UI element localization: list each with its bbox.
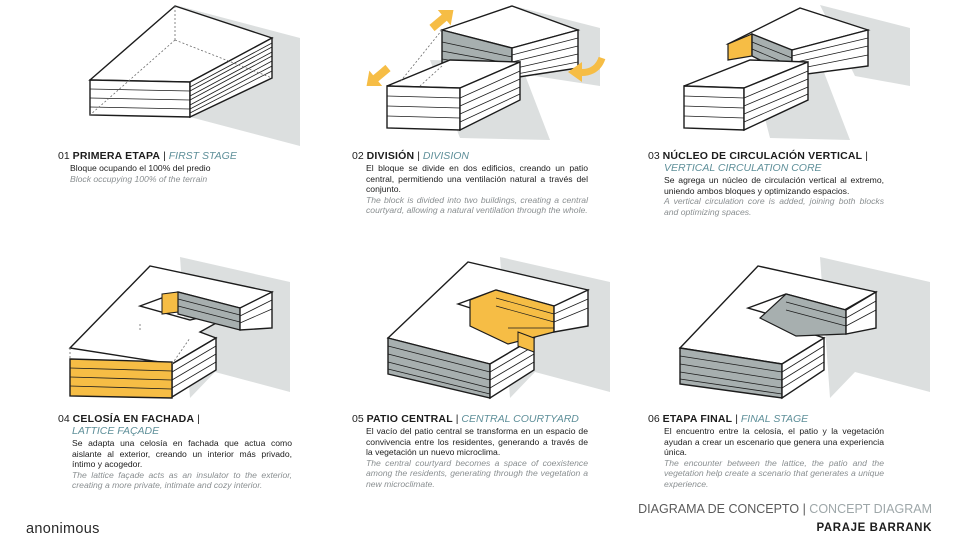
stage-06-caption: 06 ETAPA FINAL | FINAL STAGE El encuentr… [648,413,884,490]
stage-01-diagram [0,0,320,150]
diagram-title-en: CONCEPT DIAGRAM [809,502,932,516]
diagram-title-separator: | [802,502,806,516]
stage-02-text-en: The block is divided into two buildings,… [366,194,588,216]
stage-02-title-es: DIVISIÓN [366,150,415,162]
stage-05-text-en: The central courtyard becomes a space of… [366,457,588,489]
stage-04-core-yellow [161,291,179,315]
diagram-title: DIAGRAMA DE CONCEPTO | CONCEPT DIAGRAM [638,502,932,516]
stage-04-hidden-edges [69,324,191,365]
stage-06-text-es: El encuentro entre la celosía, el patio … [664,426,884,458]
stage-06-number: 06 [648,413,660,425]
stage-03-separator: | [865,150,868,162]
stage-04-text-es: Se adapta una celosía en fachada que act… [72,438,292,470]
stage-06-side-lines [781,300,877,389]
stage-06-title-en: FINAL STAGE [740,413,809,425]
stage-04-separator: | [197,413,200,425]
stage-04-number: 04 [58,413,70,425]
stage-01-title-es: PRIMERA ETAPA [72,150,161,162]
stage-05-axonometric [386,257,610,400]
stage-04-text-en: The lattice façade acts as an insulator … [72,469,292,491]
stage-05-separator: | [455,413,459,425]
stage-06-separator: | [735,413,738,425]
stage-03-number: 03 [648,150,660,162]
stage-02-diagram [320,0,640,150]
stage-02-arrow-curve-icon [568,56,606,82]
stage-02-arrow-down-left-icon [366,64,391,86]
stage-06-heading: 06 ETAPA FINAL | FINAL STAGE [648,413,884,425]
stage-02-front-lines [386,70,521,123]
stage-02-caption: 02 DIVISIÓN | DIVISION El bloque se divi… [352,150,588,216]
stage-01-separator: | [163,150,166,162]
stage-02-text-es: El bloque se divide en dos edificios, cr… [366,163,588,195]
stage-04-lattice-lines [69,367,173,390]
stage-02-hidden-edges [399,29,443,87]
stage-04-diagram [0,252,320,412]
stage-06-front-lines [679,355,783,395]
stage-04-heading-en: LATTICE FAÇADE [72,425,292,437]
stage-06-front-side [781,336,825,400]
stage-05-courtyard-lines [495,297,555,329]
stage-05-title-es: PATIO CENTRAL [366,413,453,425]
stage-03-text-en: A vertical circulation core is added, jo… [664,196,884,217]
stage-04-caption: 04 CELOSÍA EN FACHADA | LATTICE FAÇADE S… [58,413,292,491]
stage-03-title-en: VERTICAL CIRCULATION CORE [664,162,822,174]
stage-04-heading: 04 CELOSÍA EN FACHADA | [58,413,292,425]
stage-01-heading: 01 PRIMERA ETAPA | FIRST STAGE [58,150,283,162]
stage-03-heading: 03 NÚCLEO DE CIRCULACIÓN VERTICAL | [648,150,884,162]
stage-03-diagram [640,0,960,150]
stage-05-heading: 05 PATIO CENTRAL | CENTRAL COURTYARD [352,413,588,425]
stage-03-caption: 03 NÚCLEO DE CIRCULACIÓN VERTICAL | VERT… [648,150,884,217]
stage-05-mid-yellow [517,331,535,353]
stage-03-heading-en: VERTICAL CIRCULATION CORE [664,162,884,174]
stage-06-text-en: The encounter between the lattice, the p… [664,457,884,489]
brand-logo-text: anonimous [26,521,100,537]
stage-05-number: 05 [352,413,364,425]
stage-05-side-lines [489,298,589,389]
stage-01-axonometric [88,5,300,146]
stage-05-caption: 05 PATIO CENTRAL | CENTRAL COURTYARD El … [352,413,588,490]
stage-05-front-lines [387,345,491,395]
stage-06-axonometric [678,257,930,400]
stage-04-axonometric [68,257,290,399]
stage-05-side [553,288,589,333]
stage-05-diagram [320,252,640,412]
stage-04-inner-lines [177,298,241,323]
stage-02-number: 02 [352,150,364,162]
stage-01-title-en: FIRST STAGE [168,150,237,162]
stage-02-front-side [459,60,521,132]
stage-01-hidden-edges [89,6,273,116]
stage-05-title-en: CENTRAL COURTYARD [461,413,579,425]
stage-06-inner-gray [758,293,847,337]
stage-04-side-lines [171,299,273,389]
stage-04-title-en: LATTICE FAÇADE [72,425,160,437]
stage-02-arrow-up-icon [429,10,454,32]
stage-03-front-lines [683,70,809,123]
stage-01-caption: 01 PRIMERA ETAPA | FIRST STAGE Bloque oc… [58,150,283,184]
stage-06-title-es: ETAPA FINAL [662,413,733,425]
stage-04-title-es: CELOSÍA EN FACHADA [72,413,195,425]
stage-03-axonometric [683,5,910,140]
stage-03-title-es: NÚCLEO DE CIRCULACIÓN VERTICAL [662,150,863,162]
stage-02-title-en: DIVISION [422,150,469,162]
stage-05-text-es: El vacío del patio central se transforma… [366,426,588,458]
project-name: PARAJE BARRANK [816,522,932,534]
stage-01-number: 01 [58,150,70,162]
diagram-title-es: DIAGRAMA DE CONCEPTO [638,502,800,516]
stage-06-diagram [640,252,960,412]
stage-02-heading: 02 DIVISIÓN | DIVISION [352,150,588,162]
stage-02-axonometric [366,5,606,140]
stage-06-inner-lines [785,301,847,327]
stage-03-front-side [743,60,809,132]
stage-01-text-es: Bloque ocupando el 100% del predio [70,163,211,173]
stage-02-separator: | [417,150,420,162]
stage-01-floor-lines [89,42,273,114]
stage-03-text-es: Se agrega un núcleo de circulación verti… [664,175,884,196]
stage-01-text-en: Block occupying 100% of the terrain [70,173,208,184]
